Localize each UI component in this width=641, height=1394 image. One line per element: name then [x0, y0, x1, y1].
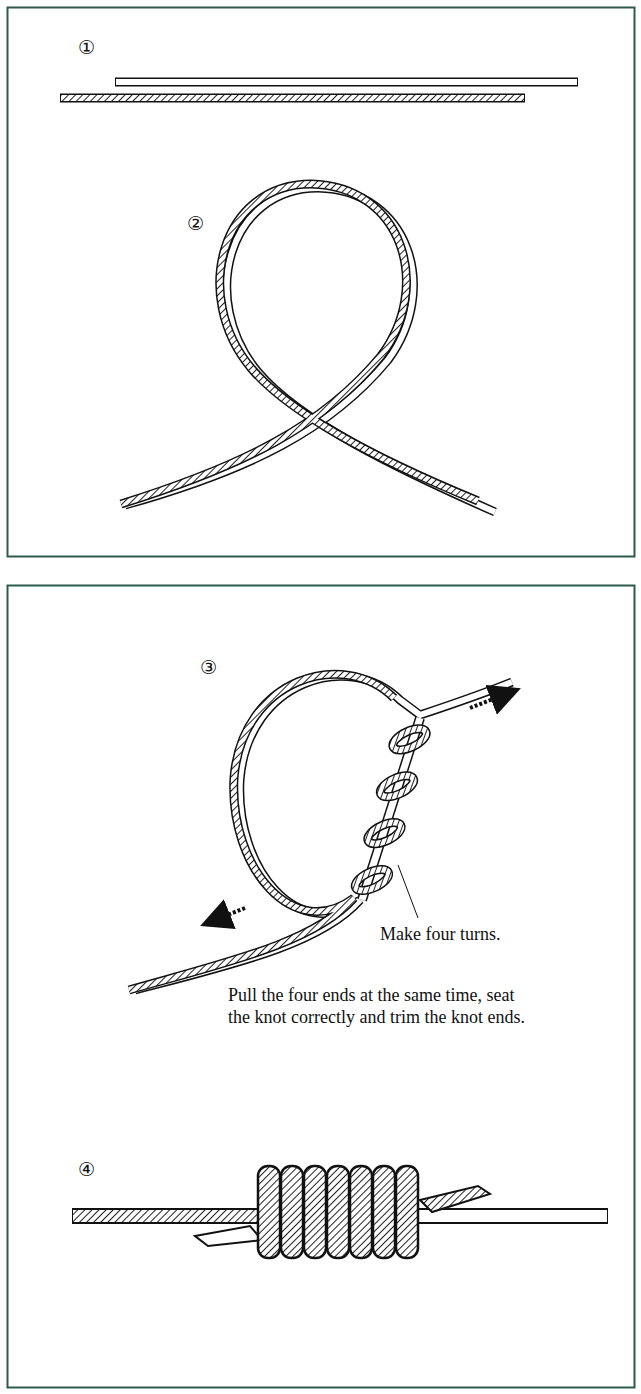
- knot-turns: [129, 674, 512, 992]
- callout-note: Make four turns.: [380, 924, 500, 946]
- instruction-note: Pull the four ends at the same time, sea…: [228, 985, 528, 1028]
- panel-frame: [8, 8, 635, 557]
- line-strands: [60, 82, 578, 98]
- finished-knot: [72, 1166, 608, 1258]
- step-number: ②: [187, 212, 204, 235]
- loop-strands: [121, 184, 495, 512]
- step-number: ③: [200, 656, 217, 679]
- step-number: ①: [78, 36, 95, 59]
- leader-line: [398, 865, 418, 918]
- panel-frame: [8, 586, 635, 1388]
- step-number: ④: [78, 1158, 95, 1181]
